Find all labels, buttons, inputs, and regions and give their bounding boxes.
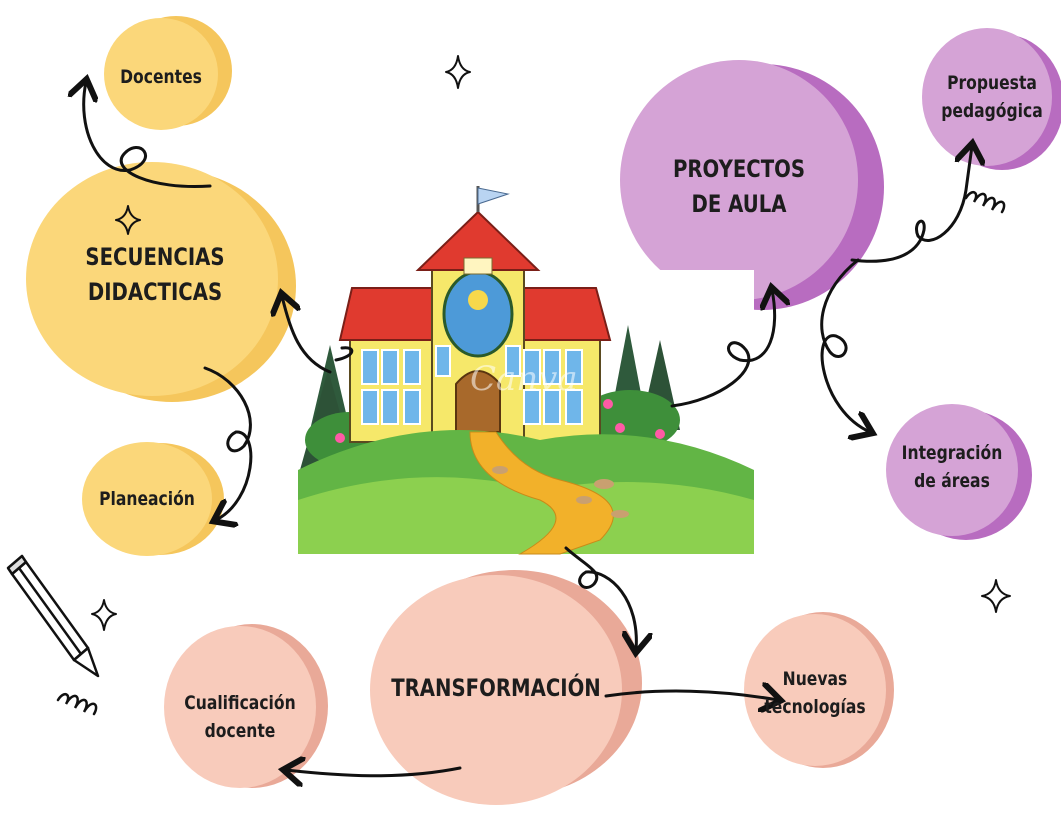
integracion-bubble <box>886 404 1018 536</box>
sparkle-icon <box>91 599 117 631</box>
arrow-transformacion-nuevas <box>604 691 778 700</box>
sparkle-icon <box>981 579 1011 613</box>
arrow-school-proyectos <box>670 290 775 408</box>
node-cualificacion-docente: Cualificación docente <box>184 692 296 742</box>
node-nuevas-tecnologias: Nuevas tecnologías <box>764 668 866 718</box>
watermark-text: Canva <box>470 359 578 399</box>
proyectos-bubble <box>620 60 858 300</box>
arrow-school-transformacion <box>564 546 636 650</box>
node-integracion-de-areas: Integración de áreas <box>901 442 1003 492</box>
node-proyectos-de-aula: PROYECTOS DE AULA <box>672 155 806 218</box>
sparkle-icon <box>115 205 141 235</box>
arrow-secuencias-docentes <box>84 82 212 189</box>
arrow-school-secuencias <box>282 296 332 374</box>
secuencias-bubble <box>26 162 278 396</box>
squiggle-icon <box>56 692 98 716</box>
node-propuesta-pedagogica: Propuesta pedagógica <box>941 72 1043 122</box>
arrow-proyectos-integracion <box>820 258 870 432</box>
node-docentes: Docentes <box>120 66 202 89</box>
pencil-icon <box>6 554 100 678</box>
sparkle-icon <box>445 55 471 89</box>
planeacion-bubble <box>82 442 212 556</box>
arrow-secuencias-planeacion <box>203 366 253 520</box>
docentes-bubble <box>104 18 218 130</box>
arrow-transformacion-cualificacion <box>286 768 462 776</box>
squiggle-icon <box>964 190 1006 214</box>
arrow-proyectos-propuesta <box>850 146 972 263</box>
transformacion-bubble <box>370 575 622 805</box>
node-planeacion: Planeación <box>99 488 195 511</box>
node-secuencias-didacticas: SECUENCIAS DIDACTICAS <box>85 243 225 306</box>
node-transformacion: TRANSFORMACIÓN <box>391 673 601 702</box>
